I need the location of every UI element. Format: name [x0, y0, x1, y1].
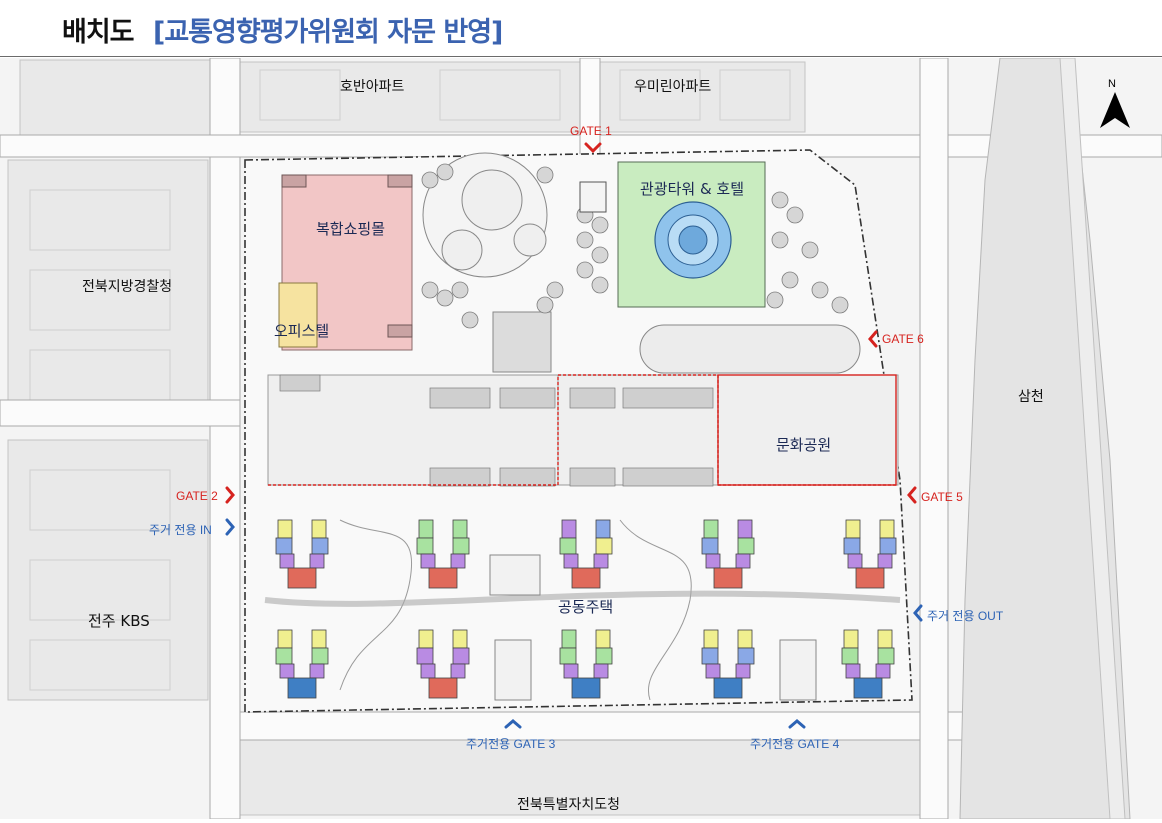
header: 배치도 [교통영향평가위원회 자문 반영]	[0, 0, 1162, 58]
header-divider	[0, 56, 1162, 57]
culture-park-outline	[717, 374, 897, 486]
res-in-label: 주거 전용 IN	[149, 523, 212, 537]
res-out-arrow-icon	[913, 604, 923, 622]
gate5-label: GATE 5	[921, 490, 963, 504]
zone-culture-park: 문화공원	[776, 436, 832, 454]
label-kbs: 전주 KBS	[88, 612, 150, 630]
label-hoban-apt: 호반아파트	[340, 79, 405, 95]
res-gate4-label: 주거전용 GATE 4	[750, 737, 840, 751]
gate1-arrow-icon	[584, 142, 602, 154]
label-provincial-office: 전북특별자치도청	[517, 797, 621, 813]
label-police-hq: 전북지방경찰청	[82, 279, 173, 295]
site-plan-map: N 호반아파트 우미린아파트 전북지방경찰청 전주 KBS 삼천 전북특별자치도…	[0, 57, 1162, 820]
gate6-arrow-icon	[868, 330, 878, 348]
page-title: 배치도	[62, 17, 135, 48]
gate5-arrow-icon	[907, 486, 917, 504]
res-in-arrow-icon	[225, 518, 235, 536]
compass-label: N	[1108, 78, 1116, 90]
officetel-block	[278, 282, 318, 348]
zone-housing: 공동주택	[558, 598, 614, 616]
apartment-buildings	[275, 519, 897, 699]
gate1-label: GATE 1	[570, 124, 612, 138]
zone-shopping-mall: 복합쇼핑몰	[316, 220, 386, 238]
gate2-label: GATE 2	[176, 489, 218, 503]
gate6-label: GATE 6	[882, 332, 924, 346]
label-samcheon: 삼천	[1018, 389, 1044, 405]
zone-officetel: 오피스텔	[274, 322, 330, 340]
page-subtitle: [교통영향평가위원회 자문 반영]	[153, 17, 503, 48]
res-gate3-label: 주거전용 GATE 3	[466, 737, 556, 751]
gate4-arrow-icon	[788, 719, 806, 729]
gate3-arrow-icon	[504, 719, 522, 729]
label-umirin-apt: 우미린아파트	[634, 79, 712, 95]
zone-tower-hotel: 관광타워 & 호텔	[640, 180, 745, 198]
res-out-label: 주거 전용 OUT	[927, 609, 1004, 623]
gate2-arrow-icon	[225, 486, 235, 504]
north-arrow-icon	[1100, 92, 1130, 128]
site-plan-drawing	[0, 57, 1162, 820]
